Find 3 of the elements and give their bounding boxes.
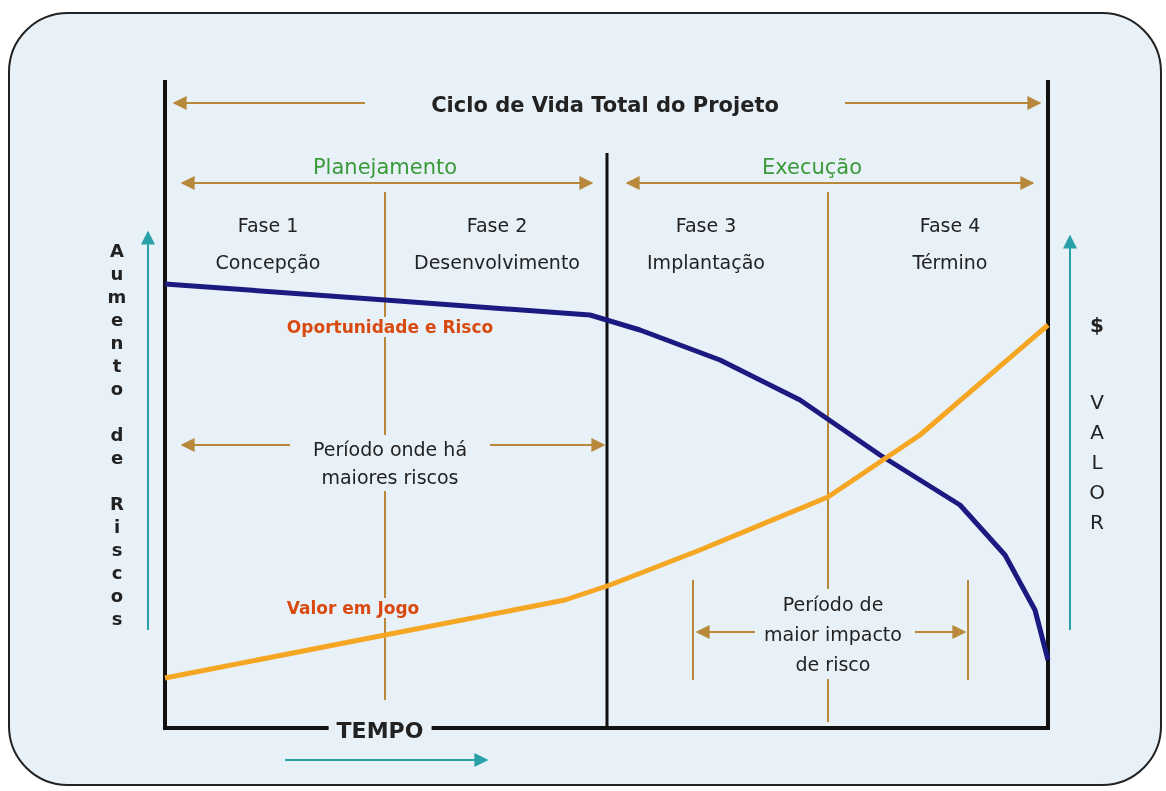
axis-label: VALOR (1085, 390, 1109, 540)
axis-label: $ (1090, 313, 1104, 337)
axis-label: Aumento de Riscos (106, 239, 128, 631)
